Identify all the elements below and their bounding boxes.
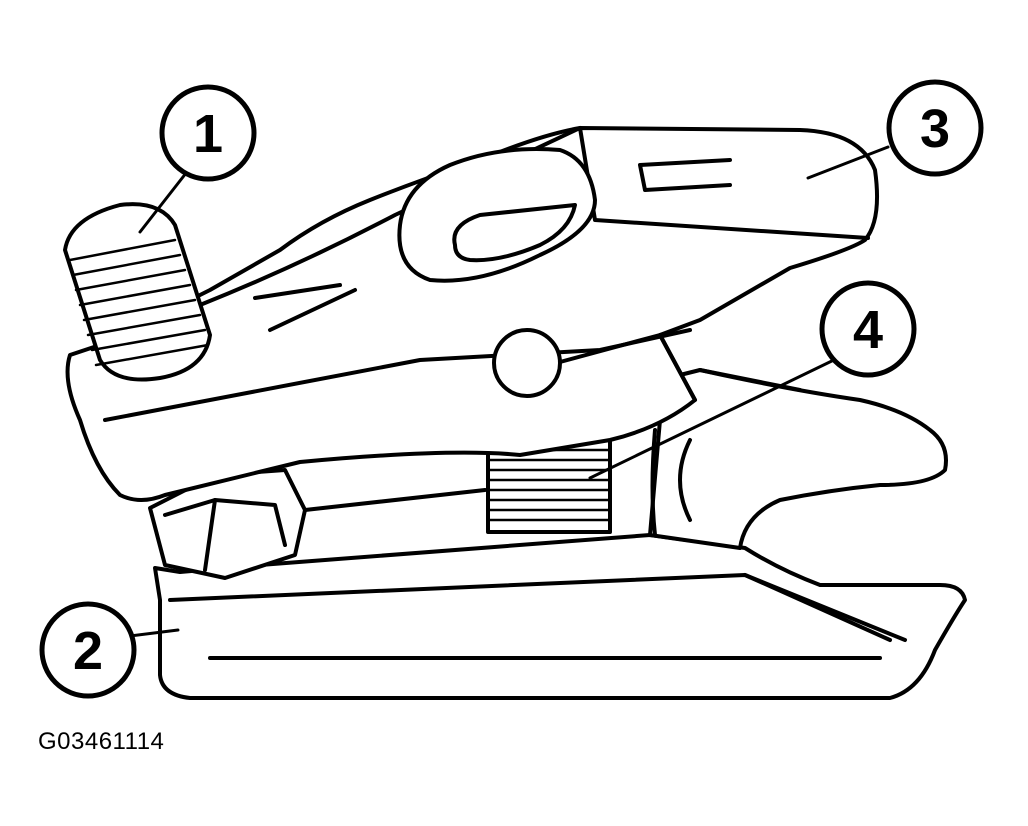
callout-3: 3 <box>886 79 984 177</box>
leader-line-3 <box>806 145 890 180</box>
lower-jaw-plate <box>153 533 967 700</box>
threaded-bolt-1 <box>63 202 212 382</box>
figure-id-label: G03461114 <box>38 728 165 755</box>
callout-label-1: 1 <box>193 104 223 164</box>
callout-4: 4 <box>819 280 917 378</box>
leader-line-4 <box>588 356 840 480</box>
callout-2: 2 <box>39 601 137 699</box>
callout-label-2: 2 <box>73 621 103 681</box>
callout-label-4: 4 <box>853 300 883 360</box>
callout-1: 1 <box>159 84 257 182</box>
callout-label-3: 3 <box>920 99 950 159</box>
leader-line-1 <box>138 166 192 234</box>
lever-arm-3 <box>65 126 879 512</box>
